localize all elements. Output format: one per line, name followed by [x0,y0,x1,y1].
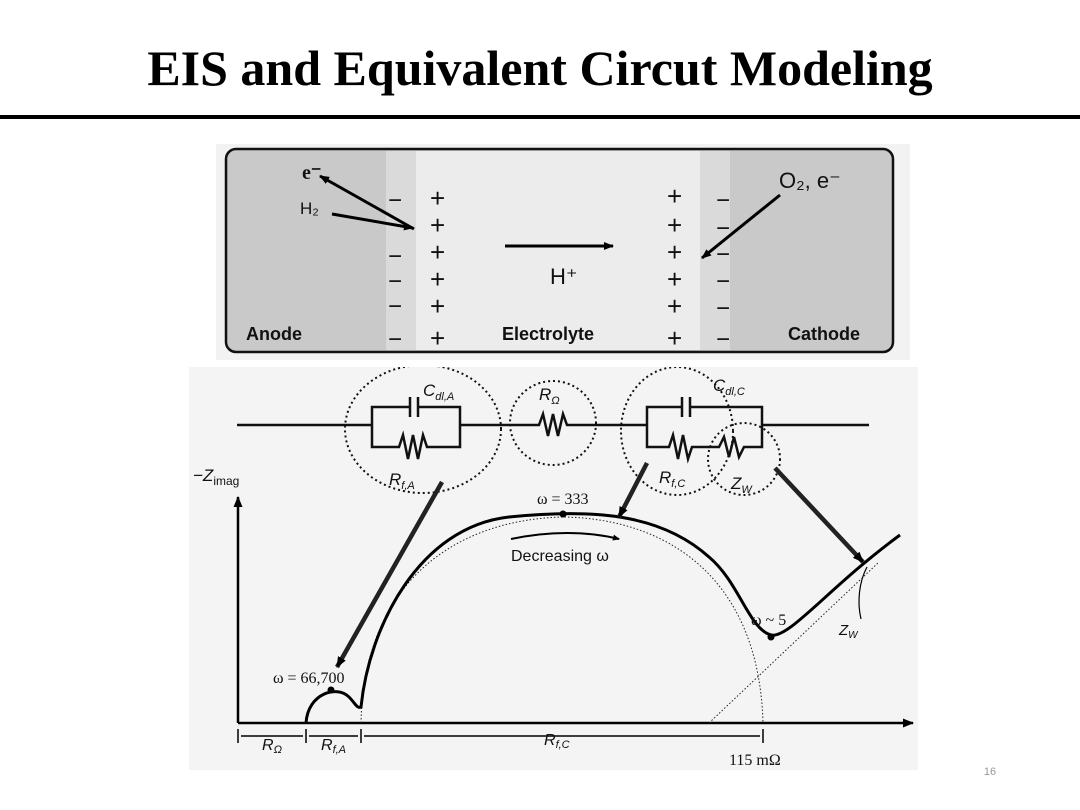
svg-text:−: − [716,241,730,268]
svg-text:+: + [667,181,682,211]
omega-high-label: ω = 66,700 [273,670,345,687]
equivalent-circuit [237,397,869,464]
pointer-arrows [335,461,865,669]
x-seg-rohm-label: RΩ [262,737,282,756]
rf-cathode-label: Rf,C [659,468,685,490]
svg-text:−: − [388,268,402,295]
svg-text:−: − [388,293,402,320]
oxygen-label: O₂, e⁻ [779,168,841,193]
x-end-value-label: 115 mΩ [729,752,781,769]
svg-text:−: − [716,326,730,353]
direction-label: Decreasing ω [511,548,609,565]
component-circles [344,367,781,496]
decreasing-omega-arrow [510,532,620,541]
anode-label: Anode [246,324,302,344]
cathode-positive-charges: + + + + + + [667,181,682,353]
cathode-label: Cathode [788,324,860,344]
svg-text:+: + [430,291,445,321]
title-divider [0,115,1080,119]
circuit-nyquist-figure: Cdl,A Rf,A RΩ Cdl,C Rf,C ZW −Zimag ω = 3… [189,367,918,770]
svg-text:+: + [667,210,682,240]
hydrogen-arrow [331,212,414,231]
anode-negative-charges: − − − − − [388,187,402,353]
zw-tail-label: ZW [838,622,859,641]
oxygen-arrow [701,193,781,260]
electron-label: e⁻ [302,162,321,184]
svg-text:−: − [716,295,730,322]
cdl-cathode-label: Cdl,C [713,376,745,398]
svg-text:+: + [667,264,682,294]
omega-mid-point [559,510,567,518]
x-segment-markers [237,729,764,743]
cdl-anode-label: Cdl,A [423,381,454,403]
electrolyte-label: Electrolyte [502,324,594,344]
svg-text:−: − [388,243,402,270]
proton-label: H⁺ [550,264,578,289]
svg-text:+: + [667,291,682,321]
svg-text:−: − [716,187,730,214]
omega-low-label: ω ~ 5 [751,612,786,629]
zw-label: ZW [730,474,753,496]
svg-text:+: + [667,323,682,353]
x-seg-rfc-label: Rf,C [544,732,570,751]
svg-text:+: + [667,237,682,267]
svg-text:−: − [716,215,730,242]
electron-arrow [319,174,415,231]
electrolyte-region [416,151,700,350]
svg-text:−: − [388,326,402,353]
hydrogen-label: H₂ [300,199,319,218]
svg-text:+: + [430,183,445,213]
svg-text:+: + [430,237,445,267]
svg-text:+: + [430,323,445,353]
slide-number: 16 [983,766,997,778]
omega-high-point [327,686,335,694]
svg-text:−: − [388,187,402,214]
y-axis-label: −Zimag [193,466,239,488]
r-ohm-label: RΩ [539,385,560,407]
anode-positive-charges: + + + + + + [430,183,445,353]
nyquist-axes [233,496,914,728]
omega-mid-label: ω = 333 [537,491,589,508]
svg-text:−: − [716,268,730,295]
fit-arcs [360,516,880,724]
svg-text:+: + [430,210,445,240]
cathode-negative-charges: − − − − − − [716,187,730,353]
zw-tail-pointer [858,566,868,620]
rf-anode-label: Rf,A [389,470,415,492]
slide-title: EIS and Equivalent Circut Modeling [147,40,933,96]
fuel-cell-schematic: − − − − − + + + + + + + + + + + + − − − … [216,144,910,360]
omega-low-point [767,633,775,641]
svg-text:+: + [430,264,445,294]
x-seg-rfa-label: Rf,A [321,737,346,756]
